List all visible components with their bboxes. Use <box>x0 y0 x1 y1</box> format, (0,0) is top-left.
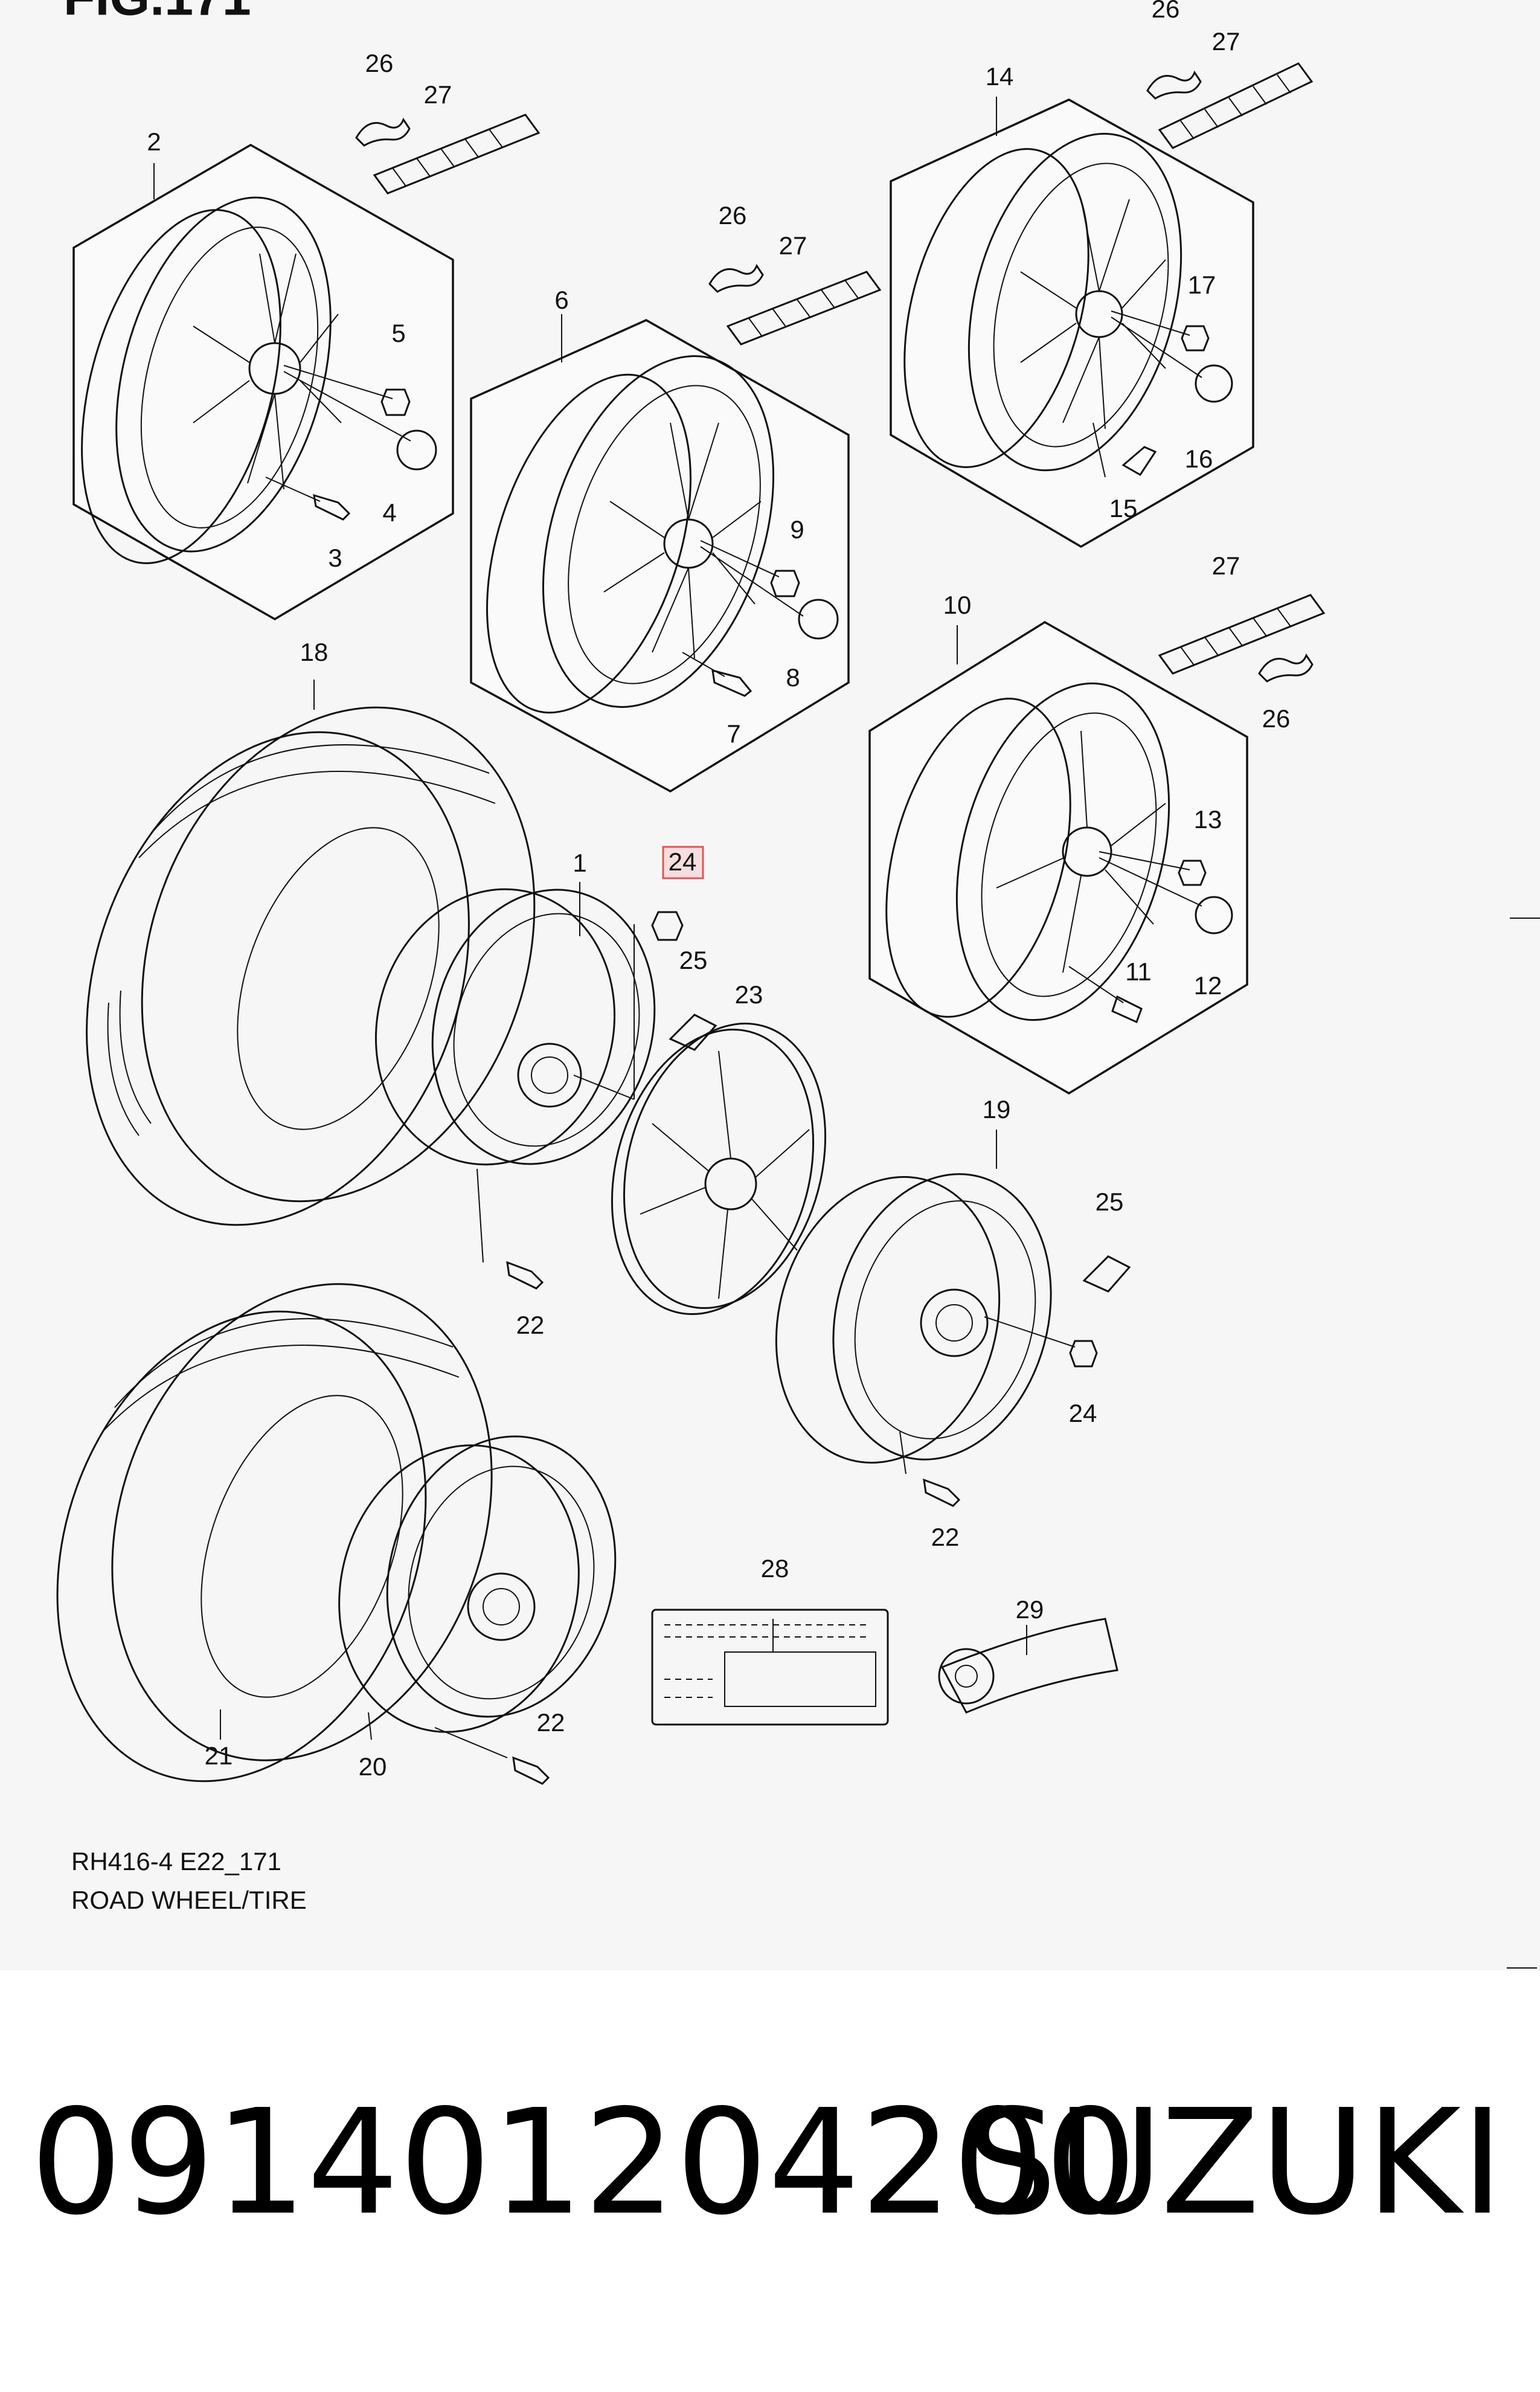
callout-22c: 22 <box>537 1708 565 1737</box>
callout-25a: 25 <box>679 946 708 974</box>
figure-title-fragment: FIG.171 <box>63 0 251 27</box>
callout-1: 1 <box>573 849 586 877</box>
callout-4: 4 <box>382 498 396 527</box>
callout-3: 3 <box>328 544 342 572</box>
tire-pressure-label-28 <box>651 1609 889 1726</box>
tire-18-wheel-1-group <box>86 706 656 1290</box>
balance-weight-27c <box>1158 62 1314 149</box>
wheel-cover-23 <box>611 1023 827 1315</box>
valve-core-cap-26d <box>1258 653 1314 683</box>
figure-code: RH416-4 E22_171 <box>71 1847 281 1876</box>
callout-27d: 27 <box>1212 551 1240 580</box>
callout-24a: 24 <box>669 847 697 876</box>
balance-weight-27d <box>1158 594 1326 675</box>
callout-22b: 22 <box>931 1523 960 1551</box>
callout-10: 10 <box>943 591 972 619</box>
callout-19: 19 <box>983 1095 1011 1124</box>
alloy-wheel-2-group <box>72 143 454 621</box>
wheel-clip-25a <box>669 1014 717 1051</box>
wheel-nut-24-highlighted <box>573 911 684 1100</box>
callout-26a: 26 <box>365 49 394 77</box>
callout-18: 18 <box>300 638 329 666</box>
callout-24-highlight <box>662 846 704 879</box>
balance-weight-27b <box>726 271 882 346</box>
spare-tire-label-29 <box>938 1618 1118 1714</box>
callout-17: 17 <box>1188 271 1216 299</box>
callout-2: 2 <box>147 127 161 156</box>
valve-core-cap-26a <box>355 117 411 147</box>
valve-core-cap-26c <box>1146 70 1202 100</box>
callout-27a: 27 <box>424 80 452 109</box>
callout-leaders <box>153 97 1027 1655</box>
callout-27c: 27 <box>1212 27 1240 56</box>
callout-5: 5 <box>391 319 405 347</box>
tire-21-wheel-20-group <box>56 1283 617 1785</box>
callout-25b: 25 <box>1096 1188 1124 1216</box>
callout-13: 13 <box>1194 805 1222 834</box>
callout-24b: 24 <box>1069 1399 1097 1427</box>
steel-wheel-19-group <box>775 1173 1098 1507</box>
callout-26c: 26 <box>1152 0 1180 23</box>
callout-6: 6 <box>554 286 568 314</box>
callout-29: 29 <box>1016 1595 1044 1624</box>
footer: 091401204200 SUZUKI <box>0 2078 1540 2259</box>
alloy-wheel-14-group <box>890 98 1254 548</box>
callout-labels: 1 2 3 4 5 6 7 8 9 10 11 12 13 14 15 16 1… <box>147 0 1290 1781</box>
callout-12: 12 <box>1194 971 1222 1000</box>
callout-26d: 26 <box>1262 704 1291 733</box>
valve-core-cap-26b <box>708 263 764 293</box>
callout-26b: 26 <box>719 201 747 230</box>
callout-22a: 22 <box>516 1311 545 1339</box>
wheel-clip-25b <box>1082 1255 1131 1293</box>
alloy-wheel-10-group <box>868 620 1248 1095</box>
brand-name: SUZUKI <box>964 2078 1504 2247</box>
figure-caption: RH416-4 E22_171 ROAD WHEEL/TIRE <box>71 1842 307 1920</box>
callout-23: 23 <box>735 980 763 1009</box>
callout-9: 9 <box>790 515 804 544</box>
figure-name: ROAD WHEEL/TIRE <box>71 1886 307 1914</box>
callout-20: 20 <box>359 1752 387 1781</box>
callout-15: 15 <box>1109 494 1138 522</box>
callout-8: 8 <box>786 663 800 692</box>
callout-28: 28 <box>761 1554 789 1583</box>
callout-11: 11 <box>1125 957 1152 986</box>
callout-21: 21 <box>205 1741 233 1770</box>
alloy-wheel-6-group <box>470 319 850 793</box>
callout-27b: 27 <box>779 231 807 260</box>
balance-weight-27a <box>373 114 541 195</box>
callout-16: 16 <box>1185 445 1213 473</box>
callout-14: 14 <box>986 62 1014 91</box>
diagram-panel: FIG.171 <box>56 0 1540 1969</box>
exploded-parts-diagram: FIG.171 <box>56 0 1540 1969</box>
part-number: 091401204200 <box>30 2078 1137 2247</box>
callout-7: 7 <box>727 719 740 748</box>
